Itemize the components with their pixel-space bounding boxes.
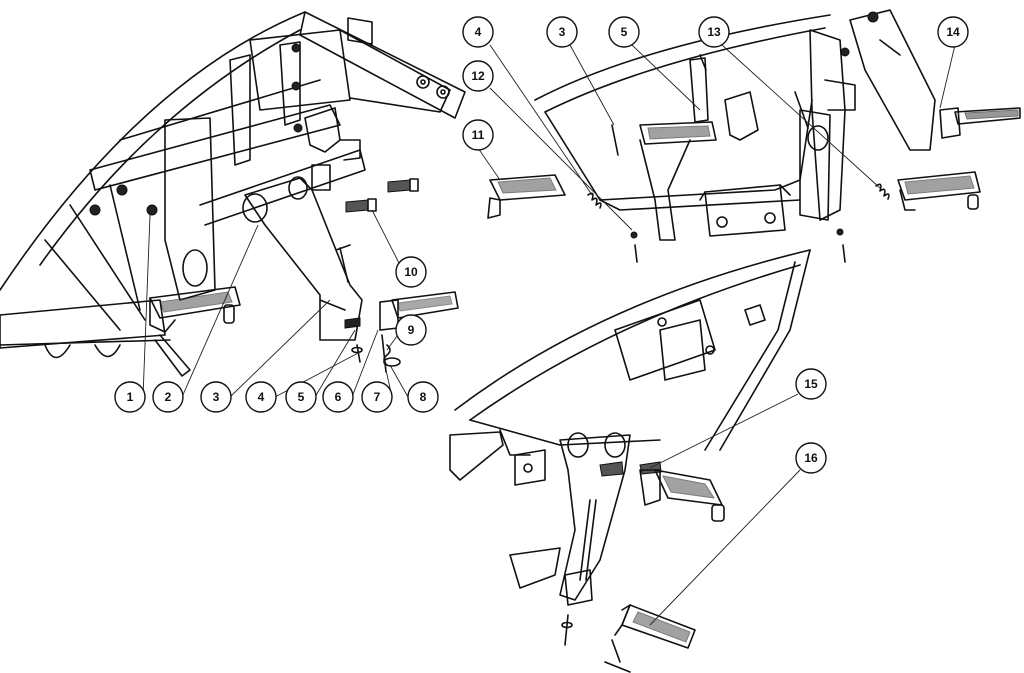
svg-text:7: 7	[374, 390, 381, 404]
svg-text:4: 4	[258, 390, 265, 404]
svg-text:5: 5	[298, 390, 305, 404]
svg-text:10: 10	[404, 265, 418, 279]
svg-text:4: 4	[475, 25, 482, 39]
left-frame-assembly	[0, 11, 466, 377]
bottom-right-frame-assembly	[449, 249, 811, 673]
callout-15: 15	[795, 368, 827, 400]
bolt-left-lower	[345, 198, 377, 213]
svg-text:8: 8	[420, 390, 427, 404]
exploded-footpeg-bottom	[639, 469, 725, 522]
callout-13: 13	[698, 16, 730, 48]
callout-16: 16	[795, 442, 827, 474]
svg-text:3: 3	[559, 25, 566, 39]
bolt-right-upper	[387, 178, 419, 193]
callout-10: 10	[395, 256, 427, 288]
svg-text:6: 6	[335, 390, 342, 404]
callout-14: 14	[937, 16, 969, 48]
svg-text:3: 3	[213, 390, 220, 404]
callout-11: 11	[462, 119, 494, 151]
svg-text:5: 5	[621, 25, 628, 39]
svg-text:2: 2	[165, 390, 172, 404]
callout-4-rear: 4	[462, 16, 494, 48]
svg-text:14: 14	[946, 25, 960, 39]
callout-9: 9	[395, 314, 427, 346]
callout-1: 1	[114, 381, 146, 413]
callout-12: 12	[462, 60, 494, 92]
callout-2: 2	[152, 381, 184, 413]
top-right-frame-assembly	[487, 9, 1021, 263]
top-right-leader-lines	[477, 44, 956, 231]
svg-text:16: 16	[804, 451, 818, 465]
pedal-rubber-16	[604, 604, 696, 673]
bottom-right-leader-lines	[649, 393, 801, 626]
svg-text:13: 13	[707, 25, 721, 39]
svg-text:9: 9	[408, 323, 415, 337]
callout-5: 5	[285, 381, 317, 413]
callout-8: 8	[407, 381, 439, 413]
callout-7: 7	[361, 381, 393, 413]
svg-text:11: 11	[472, 128, 485, 142]
callout-3-rear: 3	[546, 16, 578, 48]
callout-5-rear: 5	[608, 16, 640, 48]
svg-text:1: 1	[127, 390, 134, 404]
svg-text:15: 15	[804, 377, 818, 391]
callout-3: 3	[200, 381, 232, 413]
callout-6: 6	[322, 381, 354, 413]
svg-text:12: 12	[471, 69, 485, 83]
callout-4: 4	[245, 381, 277, 413]
